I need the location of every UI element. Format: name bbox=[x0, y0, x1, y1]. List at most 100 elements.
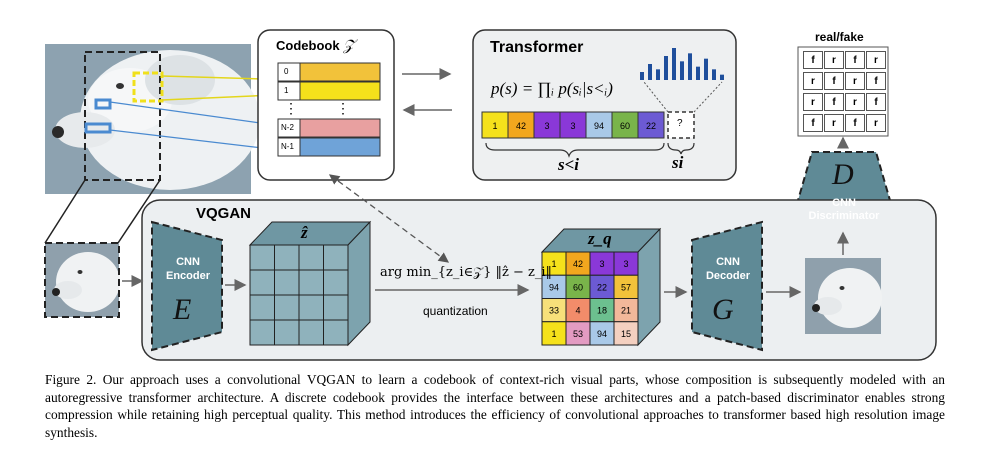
codebook-rows bbox=[277, 62, 381, 157]
zq-cell-value: 1 bbox=[551, 329, 556, 339]
encoder-symbol: E bbox=[173, 293, 192, 326]
histogram-bar bbox=[664, 56, 668, 80]
output-dog-image bbox=[805, 258, 882, 334]
token-value: 22 bbox=[646, 121, 656, 131]
token-cell bbox=[637, 111, 665, 139]
crop-line-left bbox=[44, 179, 86, 244]
decoder-trapezoid bbox=[691, 220, 763, 352]
codebook-index-0: 0 bbox=[284, 67, 289, 76]
zq-cell-value: 57 bbox=[621, 282, 631, 292]
codebook-index-n1: N-1 bbox=[281, 142, 294, 151]
next-token-symbol: ? bbox=[677, 118, 683, 129]
decoder-label: CNN Decoder bbox=[705, 256, 751, 282]
realfake-cell: f bbox=[845, 114, 865, 132]
realfake-cell: r bbox=[803, 93, 823, 111]
realfake-cell: f bbox=[824, 72, 844, 90]
context-brace bbox=[485, 142, 665, 158]
token-value: 94 bbox=[594, 121, 604, 131]
token-value: 3 bbox=[570, 121, 575, 131]
zq-cell-value: 94 bbox=[549, 282, 559, 292]
token-value: 1 bbox=[492, 121, 497, 131]
histogram-bar bbox=[680, 61, 684, 80]
realfake-cell: f bbox=[803, 51, 823, 69]
histogram-bar bbox=[656, 69, 660, 80]
hist-link-left bbox=[643, 81, 669, 113]
zq-cell-value: 18 bbox=[597, 306, 607, 316]
codebook-ellipsis-right: ⋮ bbox=[336, 100, 350, 116]
token-value: 60 bbox=[620, 121, 630, 131]
crop-line-right bbox=[117, 179, 161, 244]
yellow-patch bbox=[132, 71, 164, 103]
zq-cell-value: 21 bbox=[621, 306, 631, 316]
zq-cell-value: 3 bbox=[623, 259, 628, 269]
realfake-cell: r bbox=[866, 114, 886, 132]
codebook-index-1: 1 bbox=[284, 86, 289, 95]
token-strip: 1 42 3 3 94 60 22 bbox=[481, 111, 665, 139]
realfake-cell: r bbox=[824, 51, 844, 69]
zq-cell-value: 3 bbox=[599, 259, 604, 269]
realfake-cell: f bbox=[845, 51, 865, 69]
realfake-cell: r bbox=[845, 93, 865, 111]
zhat-cube bbox=[248, 220, 372, 347]
encoder-trapezoid bbox=[151, 220, 223, 352]
zq-symbol: z_q bbox=[588, 229, 612, 248]
token-cell bbox=[611, 111, 639, 139]
codebook-ellipsis-left: ⋮ bbox=[284, 100, 298, 116]
token-value: 3 bbox=[544, 121, 549, 131]
discriminator-label: CNN Discriminator bbox=[808, 197, 880, 223]
zq-cell-value: 1 bbox=[551, 259, 556, 269]
codebook-title: Codebook 𝒵 bbox=[276, 38, 355, 54]
zq-cell-value: 22 bbox=[597, 282, 607, 292]
histogram-bar bbox=[696, 66, 700, 80]
context-label: s<i bbox=[558, 155, 580, 174]
vqgan-title: VQGAN bbox=[196, 205, 252, 222]
token-cell bbox=[585, 111, 613, 139]
target-brace bbox=[667, 142, 695, 155]
hist-link-right bbox=[693, 81, 723, 113]
figure-caption: Figure 2. Our approach uses a convolutio… bbox=[45, 372, 945, 440]
zq-cell-value: 42 bbox=[573, 259, 583, 269]
histogram-bar bbox=[640, 72, 644, 80]
realfake-cell: r bbox=[845, 72, 865, 90]
next-token-box bbox=[667, 111, 695, 139]
crop-box bbox=[84, 51, 161, 181]
blue-patches bbox=[84, 98, 112, 134]
zq-cell-value: 53 bbox=[573, 329, 583, 339]
input-dog-image-small bbox=[45, 243, 120, 317]
input-crop-border bbox=[44, 242, 120, 318]
zq-cell-value: 94 bbox=[597, 329, 607, 339]
encoder-label: CNN Encoder bbox=[165, 256, 210, 282]
realfake-cell: f bbox=[866, 72, 886, 90]
quantization-label: quantization bbox=[423, 304, 488, 318]
zq-cell-value: 33 bbox=[549, 306, 559, 316]
zq-cell-value: 60 bbox=[573, 282, 583, 292]
target-label: si bbox=[672, 153, 684, 172]
realfake-cell: f bbox=[824, 93, 844, 111]
distribution-histogram bbox=[640, 48, 724, 80]
zq-cell bbox=[613, 321, 639, 346]
realfake-cell: r bbox=[803, 72, 823, 90]
arrow-codebook-argmin bbox=[328, 174, 450, 263]
histogram-bar bbox=[720, 74, 724, 80]
realfake-cell: r bbox=[824, 114, 844, 132]
realfake-cell: f bbox=[866, 93, 886, 111]
decoder-symbol: G bbox=[712, 293, 734, 326]
histogram-bar bbox=[648, 64, 652, 80]
histogram-bar bbox=[704, 58, 708, 80]
realfake-cell: f bbox=[803, 114, 823, 132]
histogram-bar bbox=[688, 53, 692, 80]
zhat-symbol: ẑ bbox=[301, 223, 308, 242]
zq-cell-value: 4 bbox=[575, 306, 580, 316]
codebook-index-n2: N-2 bbox=[281, 123, 294, 132]
histogram-bar bbox=[672, 48, 676, 80]
discriminator-symbol: D bbox=[832, 158, 854, 191]
token-value: 42 bbox=[516, 121, 526, 131]
transformer-panel bbox=[472, 29, 737, 181]
transformer-title: Transformer bbox=[490, 39, 584, 56]
histogram-bar bbox=[712, 69, 716, 80]
realfake-cell: r bbox=[866, 51, 886, 69]
argmin-formula: arg min_{z_i∈𝒵} ‖ẑ − z_i‖ bbox=[380, 265, 552, 280]
transformer-formula: p(s) = ∏ᵢ p(sᵢ|s<ᵢ) bbox=[491, 79, 613, 98]
